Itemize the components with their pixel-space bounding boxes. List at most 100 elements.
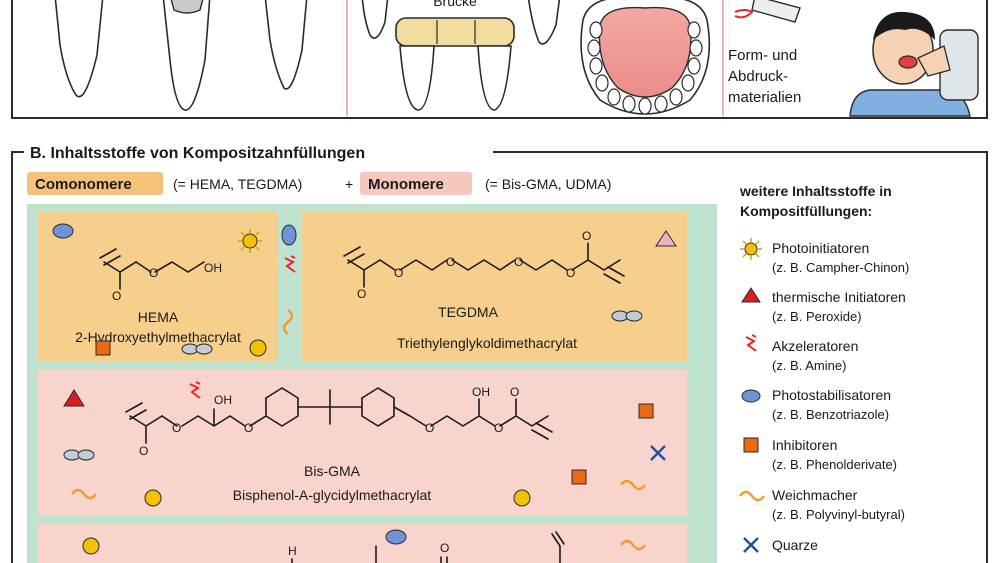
inhibitor-icon xyxy=(638,403,654,419)
photostabilizer-icon xyxy=(281,224,297,246)
orange-wave-icon xyxy=(71,488,97,500)
bisgma-hydroxyl: OH xyxy=(472,385,490,399)
pink-triangle-icon xyxy=(655,230,677,247)
legend-item-example: (z. B. Benzotriazole) xyxy=(772,407,889,422)
impression-label-line: Form- und xyxy=(728,47,797,64)
tegdma-oxygen: O xyxy=(514,255,523,269)
bisgma-oxygen: O xyxy=(510,385,519,399)
bisgma-oxygen: O xyxy=(244,421,253,435)
quartz-pair-icon xyxy=(181,343,213,355)
tegdma-oxygen: O xyxy=(566,266,575,280)
tegdma-abbr: TEGDMA xyxy=(438,304,499,320)
orange-wave-icon xyxy=(620,539,646,551)
quartz-pair-icon xyxy=(611,310,643,322)
legend-item-example: (z. B. Phenolderivate) xyxy=(772,457,897,472)
photostabilizer-icon xyxy=(52,223,74,239)
legend-item-name: Photostabilisatoren xyxy=(772,387,891,403)
hema-hydroxyl: OH xyxy=(204,261,222,275)
bisgma-hydroxyl: OH xyxy=(214,393,232,407)
filler-particle-icon xyxy=(513,489,531,507)
patient-illustration xyxy=(849,11,979,117)
filler-particle-icon xyxy=(249,339,267,357)
lightning-icon xyxy=(284,255,296,273)
legend-item-example: (z. B. Campher-Chinon) xyxy=(772,260,909,275)
inhibitor-icon xyxy=(95,340,111,356)
udma-bond xyxy=(440,556,448,563)
plus-sign: + xyxy=(345,176,353,192)
section-b-frame xyxy=(11,151,988,563)
udma-bond xyxy=(551,531,565,563)
filler-particle-icon xyxy=(144,489,162,507)
impression-label-line: materialien xyxy=(728,89,801,106)
denture-icon xyxy=(580,0,711,115)
udma-oxygen: O xyxy=(440,541,449,555)
monomers-tag: Monomere xyxy=(368,176,444,193)
orange-square-icon xyxy=(743,437,759,453)
comonomers-examples: (= HEMA, TEGDMA) xyxy=(173,176,302,192)
sun-icon xyxy=(238,229,262,253)
legend-item-name: thermische Initiatoren xyxy=(772,289,906,305)
sun-icon xyxy=(740,238,762,260)
legend-item-name: Quarze xyxy=(772,537,818,553)
section-b-title: B. Inhaltsstoffe von Kompositzahnfüllung… xyxy=(30,145,365,162)
monomers-examples: (= Bis-GMA, UDMA) xyxy=(485,176,611,192)
blue-ellipse-icon xyxy=(741,389,761,403)
bridge-label: Brücke xyxy=(433,0,477,9)
inhibitor-icon xyxy=(571,469,587,485)
bisgma-name: Bisphenol-A-glycidylmethacrylat xyxy=(233,487,432,503)
filler-particle-icon xyxy=(82,537,100,555)
top-panel-frame xyxy=(11,0,988,119)
bisgma-abbr: Bis-GMA xyxy=(304,463,361,479)
legend-item-name: Photoinitiatoren xyxy=(772,240,869,256)
quartz-pair-icon xyxy=(63,449,95,461)
red-triangle-icon xyxy=(741,287,761,303)
bisgma-structure: O O O O O O OH OH xyxy=(125,385,553,458)
red-triangle-icon xyxy=(63,389,85,407)
legend-title-line: Kompositfüllungen: xyxy=(740,203,872,219)
orange-wave-icon xyxy=(620,479,646,491)
bisgma-oxygen: O xyxy=(139,444,148,458)
udma-hydrogen: H xyxy=(288,544,297,558)
hema-box xyxy=(38,212,278,362)
bisgma-oxygen: O xyxy=(494,421,503,435)
tooth-with-filling-icon xyxy=(162,0,211,111)
orange-wave-icon xyxy=(739,490,765,502)
tooth-icon xyxy=(54,0,104,98)
impression-label-line: Abdruck- xyxy=(728,68,788,85)
tooth-icon xyxy=(527,0,561,45)
tegdma-box xyxy=(302,212,687,362)
syringe-icon xyxy=(734,0,801,23)
orange-wave-icon xyxy=(282,309,294,335)
legend-item-example: (z. B. Amine) xyxy=(772,358,846,373)
tegdma-name: Triethylenglykoldimethacrylat xyxy=(397,335,577,351)
blue-cross-icon xyxy=(650,445,666,461)
legend-item-name: Weichmacher xyxy=(772,487,858,503)
hema-abbr: HEMA xyxy=(138,309,179,325)
top-panel: Brücke xyxy=(11,0,988,119)
legend-title-line: weitere Inhaltsstoffe in xyxy=(739,183,892,199)
bisgma-oxygen: O xyxy=(425,421,434,435)
comonomers-tag-bg xyxy=(27,172,163,195)
legend-item-example: (z. B. Peroxide) xyxy=(772,309,862,324)
impression-label: Form- und Abdruck- materialien xyxy=(728,47,801,106)
tegdma-oxygen: O xyxy=(357,287,366,301)
blue-cross-icon xyxy=(743,537,759,553)
bisgma-oxygen: O xyxy=(172,421,181,435)
legend-title: weitere Inhaltsstoffe in Kompositfüllung… xyxy=(739,183,896,219)
legend-item-name: Inhibitoren xyxy=(772,437,837,453)
tooth-icon xyxy=(361,0,389,39)
legend-item-example: (z. B. Polyvinyl-butyral) xyxy=(772,507,905,522)
lightning-icon xyxy=(745,334,757,352)
section-b: B. Inhaltsstoffe von Kompositzahnfüllung… xyxy=(11,145,988,563)
tegdma-oxygen: O xyxy=(394,266,403,280)
legend: weitere Inhaltsstoffe in Kompositfüllung… xyxy=(739,183,909,553)
comonomers-tag: Comonomere xyxy=(35,176,132,193)
hema-oxygen: O xyxy=(149,266,158,280)
legend-item-name: Akzeleratoren xyxy=(772,338,858,354)
lightning-icon xyxy=(189,381,201,399)
hema-name: 2-Hydroxyethylmethacrylat xyxy=(75,329,241,345)
bridge-icon xyxy=(395,17,515,111)
udma-box xyxy=(38,524,687,563)
